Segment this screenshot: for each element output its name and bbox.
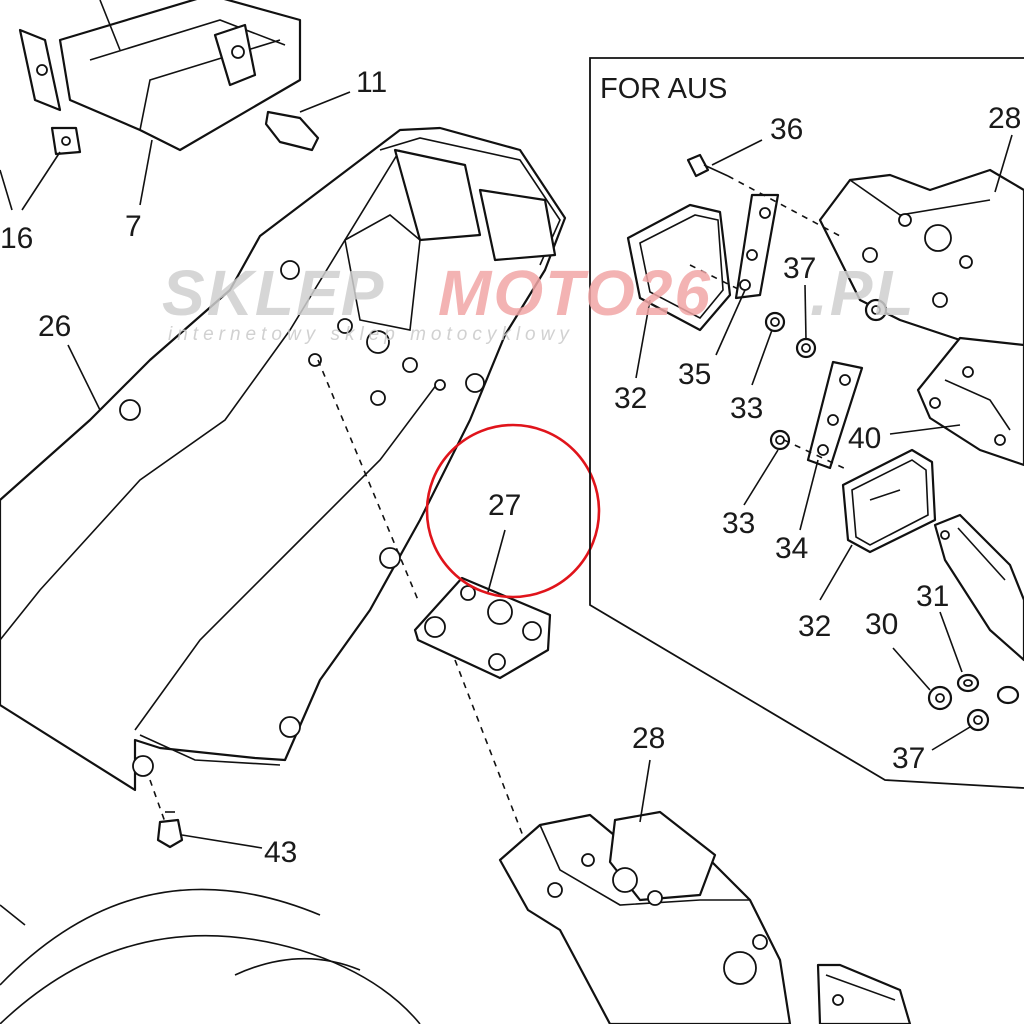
- bracket-part-40: [916, 336, 1024, 467]
- leader-43: [181, 834, 263, 849]
- inset-frame: [589, 57, 1024, 789]
- reflector-part-32-upper: [626, 203, 732, 332]
- callout-7: 7: [125, 210, 142, 243]
- nut-part-30: [927, 685, 953, 711]
- bracket-part-28-main: [498, 810, 792, 1024]
- washer-part-31: [956, 673, 980, 693]
- callout-32-upper: 32: [614, 382, 647, 415]
- callout-11: 11: [356, 66, 387, 99]
- fender-part-26: [0, 126, 567, 792]
- leader-7: [139, 139, 153, 206]
- leader-11: [299, 91, 351, 113]
- callout-28-main: 28: [632, 722, 665, 755]
- leader-40: [889, 424, 961, 435]
- frame-bracket-part-7: [58, 0, 302, 152]
- leader-16a: [21, 151, 61, 211]
- leader-32-lower: [819, 544, 853, 601]
- bracket-right-mid: [933, 513, 1024, 662]
- leader-33-upper: [751, 329, 773, 386]
- leader-34: [799, 459, 819, 531]
- highlight-circle-part-27: [425, 423, 601, 599]
- reflector-part-32-lower: [841, 448, 937, 554]
- assembly-line-upper: [317, 359, 419, 601]
- watermark-domain: .PL: [810, 257, 916, 329]
- callout-30: 30: [865, 608, 898, 641]
- nut-part-37-upper: [795, 337, 817, 359]
- callout-26: 26: [38, 310, 71, 343]
- reflector-part-11: [264, 110, 320, 152]
- callout-28-inset: 28: [988, 102, 1021, 135]
- watermark-brand-left: SKLEP: [162, 257, 385, 329]
- leader-37-upper: [804, 284, 807, 341]
- nut-part-37-right: [864, 298, 888, 322]
- leader-27: [487, 529, 506, 593]
- leader-26: [67, 344, 101, 411]
- tire-arc: [0, 888, 421, 1024]
- callout-33-lower: 33: [722, 507, 755, 540]
- callout-32-lower: 32: [798, 610, 831, 643]
- washer-right: [996, 685, 1020, 705]
- callout-43: 43: [264, 836, 297, 869]
- nut-part-33-lower: [769, 429, 791, 451]
- leader-35: [715, 289, 746, 356]
- nut-part-33-upper: [764, 311, 786, 333]
- callout-40: 40: [848, 422, 881, 455]
- callout-27: 27: [488, 489, 521, 522]
- callout-34: 34: [775, 532, 808, 565]
- nut-part-37-lower: [966, 708, 990, 732]
- watermark-tagline: internetowy sklep motocyklowy: [168, 324, 574, 345]
- inset-for-aus: [589, 57, 1024, 789]
- leader-28-main: [639, 759, 651, 823]
- stay-part-34: [806, 360, 864, 470]
- leader-16b: [0, 169, 13, 211]
- leader-31: [939, 611, 963, 673]
- inset-assembly-line-2: [689, 264, 741, 291]
- callout-35: 35: [678, 358, 711, 391]
- bolt-part-36: [686, 153, 841, 237]
- bolt-part-43: [149, 779, 184, 849]
- watermark-brand-right: MOTO26: [438, 257, 712, 329]
- plate-part-27: [413, 576, 552, 680]
- bracket-part-28-inset: [818, 168, 1024, 372]
- callout-37-upper: 37: [783, 252, 816, 285]
- watermark: SKLEP MOTO26 .PL internetowy sklep motoc…: [162, 257, 916, 345]
- reflector-lower-right: [816, 963, 912, 1024]
- callout-16: 16: [0, 222, 33, 255]
- inset-title: FOR AUS: [600, 73, 727, 105]
- leader-37-lower: [931, 726, 971, 751]
- leader-30: [892, 647, 931, 691]
- callout-37-lower: 37: [892, 742, 925, 775]
- leader-28-inset: [994, 134, 1013, 193]
- leader-33-lower: [743, 449, 779, 506]
- callout-33-upper: 33: [730, 392, 763, 425]
- stay-part-35: [734, 193, 780, 300]
- callout-36: 36: [770, 113, 803, 146]
- bracket-part-16: [18, 28, 82, 156]
- leader-32-upper: [635, 299, 651, 379]
- leader-36: [711, 139, 763, 166]
- callout-31: 31: [916, 580, 949, 613]
